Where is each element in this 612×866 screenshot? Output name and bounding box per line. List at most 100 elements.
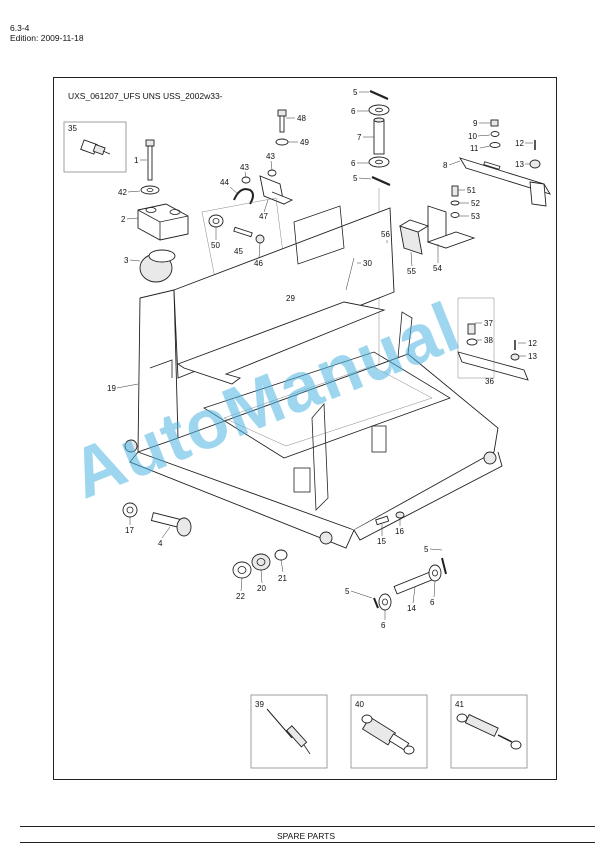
part-9-bolt	[490, 119, 499, 127]
footer-rule-bottom	[20, 842, 595, 843]
part-35-fitting	[80, 139, 111, 156]
callout-17: 17	[125, 526, 134, 535]
part-13-nut	[529, 159, 541, 169]
callout-35: 35	[68, 124, 77, 133]
part-29-floor-plate	[177, 301, 386, 385]
callout-39: 39	[255, 700, 264, 709]
callout-14: 14	[407, 604, 416, 613]
callout-1: 1	[134, 156, 139, 165]
drawing-code: UXS_061207_UFS UNS USS_2002w33-	[68, 91, 223, 101]
part-22-washer	[232, 561, 252, 579]
part-45-stud	[233, 226, 253, 238]
callout-6: 6	[351, 107, 356, 116]
callout-55: 55	[407, 267, 416, 276]
callout-6c: 6	[381, 621, 386, 630]
callout-21: 21	[278, 574, 287, 583]
part-21-cap	[274, 549, 288, 561]
callout-47: 47	[259, 212, 268, 221]
callout-49: 49	[300, 138, 309, 147]
callout-9: 9	[473, 119, 478, 128]
callout-16: 16	[395, 527, 404, 536]
part-10-washer	[490, 131, 500, 137]
part-5-pin-lower	[373, 597, 379, 609]
callout-52: 52	[471, 199, 480, 208]
callout-53: 53	[471, 212, 480, 221]
part-46-nut	[255, 234, 265, 244]
footer-label: SPARE PARTS	[276, 831, 336, 841]
callout-22: 22	[236, 592, 245, 601]
part-40-hydraulic-cylinder	[361, 714, 415, 755]
part-43-nut-2	[267, 169, 277, 177]
callout-12b: 12	[528, 339, 537, 348]
callout-15: 15	[377, 537, 386, 546]
part-5-pin-right	[441, 557, 447, 575]
part-47-bracket	[259, 175, 294, 205]
callout-19: 19	[107, 384, 116, 393]
part-13-nut-2	[510, 353, 520, 361]
callout-10: 10	[468, 132, 477, 141]
part-52-washer	[450, 200, 460, 206]
part-4-pin	[150, 512, 192, 537]
callout-41: 41	[455, 700, 464, 709]
part-16-nut	[395, 511, 405, 519]
callout-50: 50	[211, 241, 220, 250]
part-48-bolt	[277, 109, 287, 133]
callout-38: 38	[484, 336, 493, 345]
callout-13b: 13	[528, 352, 537, 361]
callout-54: 54	[433, 264, 442, 273]
part-55-block	[398, 219, 430, 255]
part-8-bracket	[459, 157, 551, 207]
part-43-nut	[241, 176, 251, 184]
callout-56: 56	[381, 230, 390, 239]
part-38-washer	[466, 338, 478, 346]
parts-diagram-frame: UXS_061207_UFS UNS USS_2002w33-	[53, 77, 557, 780]
callout-12: 12	[515, 139, 524, 148]
callout-11: 11	[470, 144, 479, 153]
part-15-pin	[375, 515, 390, 526]
part-3-bushing	[139, 249, 176, 283]
part-53-washer	[450, 212, 460, 218]
part-11-washer	[489, 142, 501, 148]
callout-5: 5	[353, 88, 358, 97]
part-6-washer-lower	[378, 593, 392, 611]
callout-8: 8	[443, 161, 448, 170]
callout-7: 7	[357, 133, 362, 142]
part-39-gas-strut	[266, 708, 311, 755]
part-42-washer	[140, 185, 160, 195]
callout-29: 29	[286, 294, 295, 303]
callout-46: 46	[254, 259, 263, 268]
part-6-washer-mid	[368, 156, 390, 168]
callout-45: 45	[234, 247, 243, 256]
callout-37: 37	[484, 319, 493, 328]
callout-6d: 6	[430, 598, 435, 607]
part-7-sleeve	[373, 117, 385, 155]
edition-date: Edition: 2009-11-18	[10, 33, 84, 43]
callout-40: 40	[355, 700, 364, 709]
callout-42: 42	[118, 188, 127, 197]
part-20-bushing	[251, 553, 271, 571]
part-41-actuator	[456, 713, 522, 750]
part-50-swivel	[208, 214, 224, 228]
assembly-guide-36	[457, 297, 495, 379]
callout-5c: 5	[424, 545, 429, 554]
exploded-parts-drawing: UXS_061207_UFS UNS USS_2002w33-	[63, 88, 551, 769]
callout-48: 48	[297, 114, 306, 123]
part-19-main-frame	[124, 205, 503, 549]
part-5-pin-top	[369, 89, 389, 101]
part-49-washer	[275, 138, 289, 146]
part-51-bolt	[451, 185, 459, 197]
callout-2: 2	[121, 215, 126, 224]
part-44-spring-clip	[233, 188, 254, 205]
part-5-pin-mid	[371, 175, 391, 187]
callout-51: 51	[467, 186, 476, 195]
part-37-bolt	[467, 323, 476, 335]
part-6-washer-right	[428, 564, 442, 582]
callout-36: 36	[485, 377, 494, 386]
part-2-clamp	[137, 203, 189, 241]
part-1-bolt	[145, 139, 155, 181]
part-17-washer	[122, 502, 138, 518]
callout-43: 43	[240, 163, 249, 172]
part-54-plate	[426, 205, 476, 249]
callout-3: 3	[124, 256, 129, 265]
callout-20: 20	[257, 584, 266, 593]
